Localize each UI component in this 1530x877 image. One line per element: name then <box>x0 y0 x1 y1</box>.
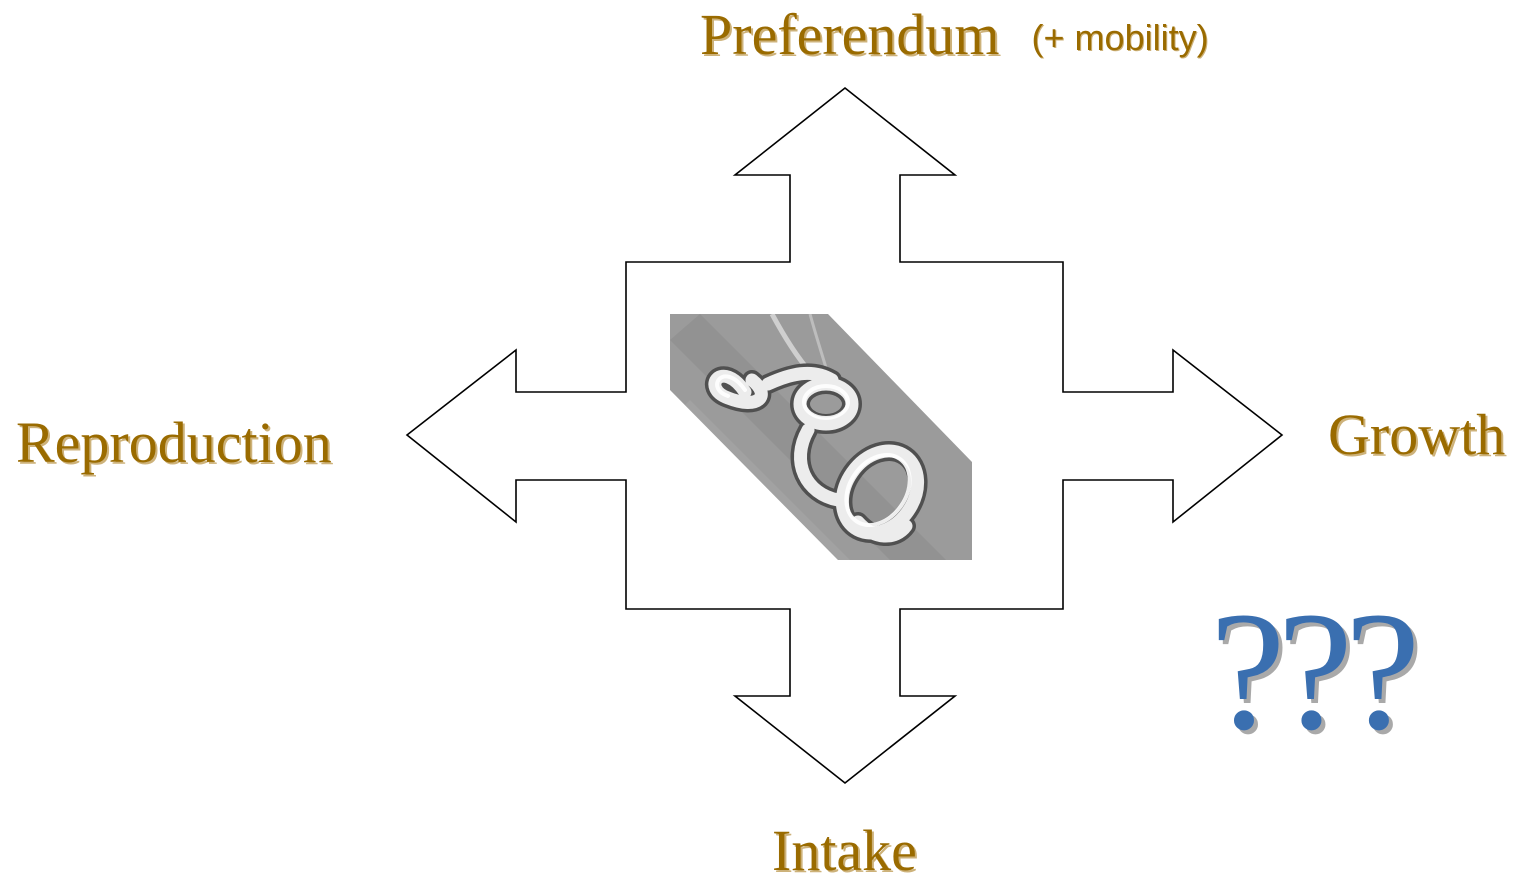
preferendum-text: Preferendum <box>700 2 1000 67</box>
label-intake: Intake <box>772 818 917 877</box>
nematode-worm <box>704 363 928 546</box>
label-preferendum: Preferendum(+ mobility) <box>700 6 1209 64</box>
mobility-note: (+ mobility) <box>1031 17 1209 58</box>
question-marks: ??? <box>1210 577 1420 765</box>
label-growth: Growth <box>1328 402 1506 467</box>
label-reproduction: Reproduction <box>16 410 332 475</box>
